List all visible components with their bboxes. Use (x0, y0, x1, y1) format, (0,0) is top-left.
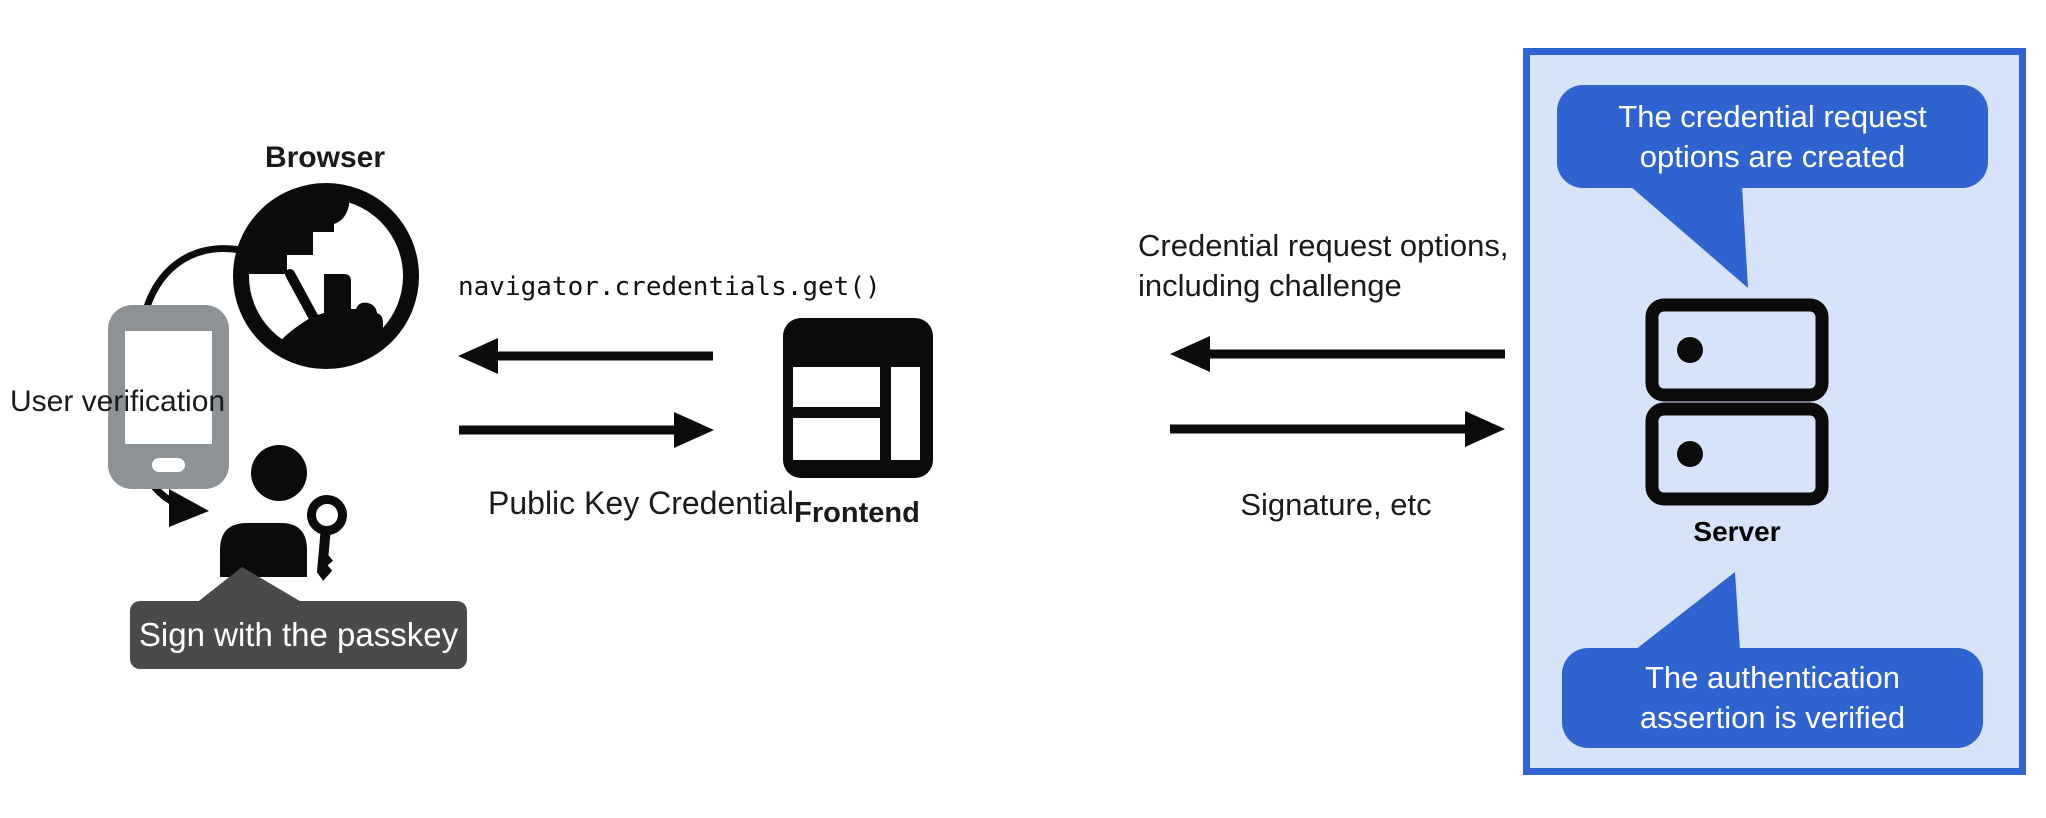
server-icon (1645, 298, 1829, 506)
globe-icon (233, 183, 419, 369)
passkey-callout-text: Sign with the passkey (138, 616, 459, 653)
person-icon (220, 445, 307, 577)
person-passkey-icon (220, 445, 347, 581)
callout-bottom-line2: assertion is verified (1639, 700, 1906, 735)
frontend-label: Frontend (794, 497, 920, 529)
public-key-credential-text: Public Key Credential (488, 485, 794, 521)
user-verification-label: User verification (10, 385, 226, 418)
callout-top-line2: options are created (1639, 138, 1906, 174)
callout-assertion-verified: The authentication assertion is verified (1562, 648, 1983, 748)
callout-top-tail (1630, 186, 1748, 288)
browser-label: Browser (264, 141, 386, 174)
callout-credential-request-created: The credential request options are creat… (1557, 85, 1988, 188)
credential-request-options-line2: including challenge (1138, 268, 1402, 303)
signature-etc-text: Signature, etc (1240, 487, 1432, 522)
passkey-callout: Sign with the passkey (130, 601, 467, 669)
server-label: Server (1693, 516, 1781, 547)
passkey-callout-pointer (195, 567, 305, 604)
callout-bottom-tail (1635, 572, 1740, 650)
arrow-browser-to-frontend (459, 412, 714, 448)
navigator-credentials-get-text: navigator.credentials.get() (458, 272, 881, 302)
callout-top-line1: The credential request (1618, 98, 1927, 134)
key-icon (307, 495, 347, 581)
server-panel: The credential request options are creat… (1523, 48, 2026, 775)
arrow-frontend-to-server (1170, 411, 1505, 447)
smartphone-icon (108, 305, 229, 489)
callout-bottom-line1: The authentication (1644, 660, 1901, 695)
arrow-frontend-to-browser (458, 338, 713, 374)
arrow-server-to-frontend (1170, 336, 1505, 372)
credential-request-options-line1: Credential request options, (1138, 228, 1509, 263)
browser-window-icon (783, 318, 933, 478)
credential-request-options-text: Credential request options, including ch… (1138, 226, 1509, 306)
